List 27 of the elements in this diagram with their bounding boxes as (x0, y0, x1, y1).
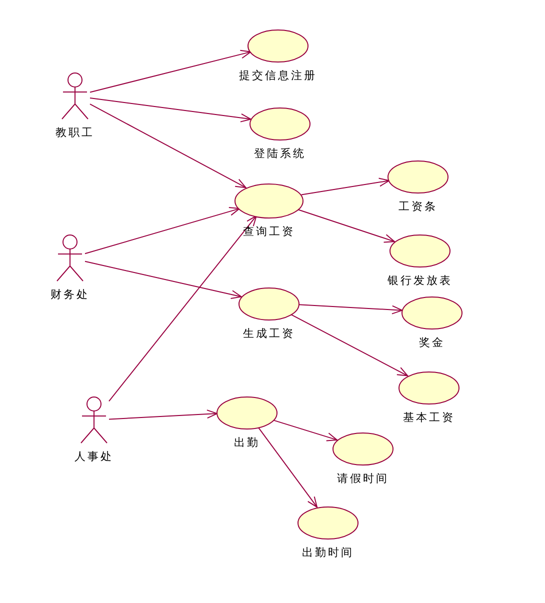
arrow (298, 304, 403, 314)
use-case-label: 奖金 (419, 336, 445, 350)
use-case-label: 基本工资 (403, 411, 455, 425)
arrow (296, 208, 396, 243)
use-case-label: 请假时间 (337, 472, 389, 486)
use-case-label: 登陆系统 (254, 147, 306, 161)
arrow (290, 314, 408, 376)
actor-name: 财务处 (50, 288, 90, 302)
arrow (90, 50, 252, 93)
arrow (84, 260, 242, 299)
actor-name: 人事处 (74, 450, 114, 464)
use-case-label: 工资条 (398, 200, 438, 214)
arrow (108, 215, 257, 402)
arrow (90, 104, 246, 188)
use-case-label: 出勤 (234, 436, 260, 450)
use-case-label: 生成工资 (243, 327, 295, 341)
actor-name: 教职工 (56, 126, 94, 140)
arrow (84, 207, 240, 254)
arrow (300, 178, 390, 196)
use-case-label: 提交信息注册 (239, 69, 317, 83)
use-case-label: 出勤时间 (302, 546, 354, 560)
use-case-label: 查询工资 (243, 225, 295, 239)
arrow (108, 410, 218, 420)
use-case-label: 银行发放表 (388, 274, 452, 288)
arrow (272, 420, 338, 442)
arrow (90, 97, 252, 122)
arrow (257, 426, 318, 508)
